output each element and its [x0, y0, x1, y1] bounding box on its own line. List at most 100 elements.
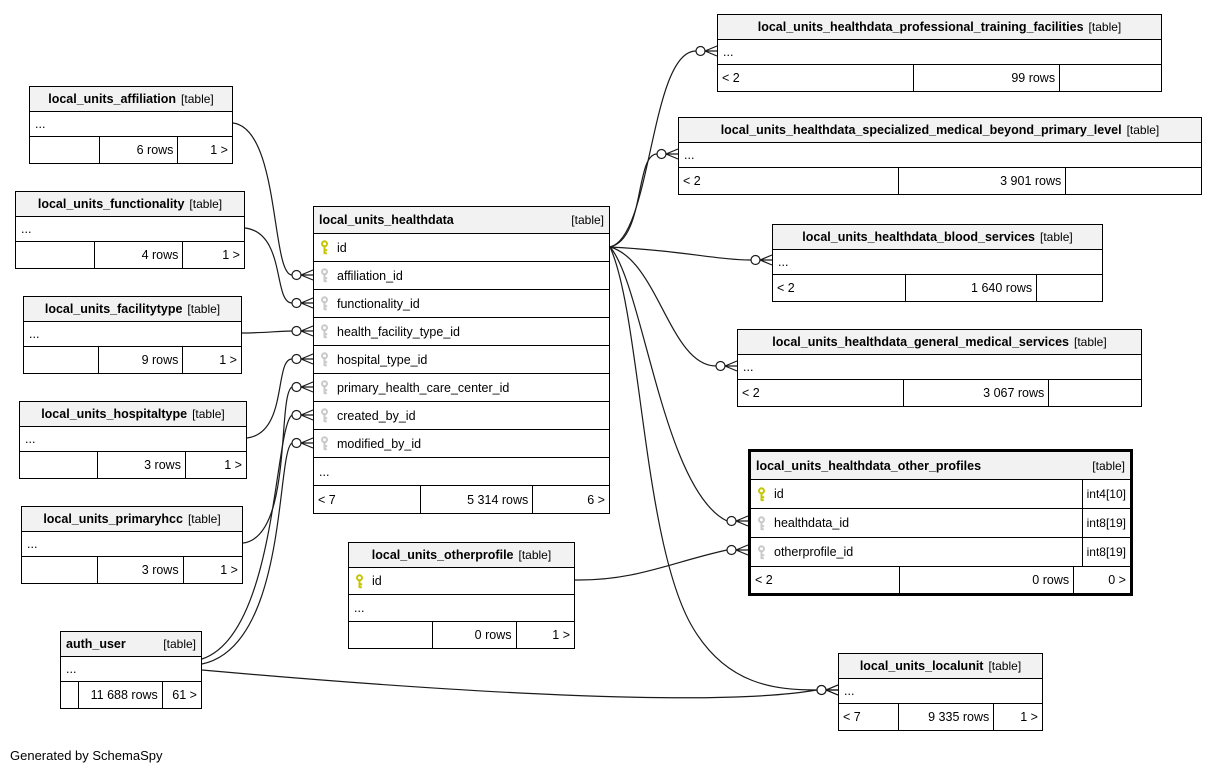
table-type-badge: [table]: [1092, 458, 1125, 473]
imported-keys-badge: [22, 557, 97, 583]
column-name: health_facility_type_id: [337, 324, 460, 339]
table-name: local_units_localunit: [859, 659, 984, 673]
crowfoot-arrow-icon: [300, 437, 314, 449]
row-count: 3 rows: [96, 557, 183, 583]
foreign-key-icon: [758, 544, 765, 559]
circle-cardinality-icon: [291, 353, 302, 365]
column-name: ...: [743, 360, 754, 374]
imported-keys-badge: < 2: [755, 573, 773, 587]
circle-cardinality-icon: [726, 515, 737, 527]
table-name: local_units_healthdata_other_profiles: [756, 458, 982, 473]
relationship-edge: [609, 246, 818, 691]
circle-cardinality-icon: [816, 684, 827, 696]
relationship-edge: [609, 246, 728, 522]
table-type-badge: [table]: [181, 92, 214, 106]
column-name: healthdata_id: [774, 516, 850, 530]
column-name: modified_by_id: [337, 436, 422, 451]
crowfoot-arrow-icon: [735, 544, 749, 556]
exported-keys-badge: 6 >: [532, 486, 609, 513]
column-name: hospital_type_id: [337, 352, 428, 367]
row-count: 5 314 rows: [420, 486, 532, 513]
column-name: otherprofile_id: [774, 545, 854, 559]
crowfoot-arrow-icon: [300, 325, 314, 337]
table-specialized[interactable]: local_units_healthdata_specialized_medic…: [678, 117, 1202, 195]
column-row: id: [314, 234, 609, 262]
circle-cardinality-icon: [291, 409, 302, 421]
crowfoot-arrow-icon: [724, 360, 738, 372]
row-count: 6 rows: [98, 137, 178, 163]
crowfoot-arrow-icon: [704, 45, 718, 57]
table-header: local_units_healthdata_professional_trai…: [718, 15, 1161, 40]
circle-cardinality-icon: [695, 45, 706, 57]
ellipsis-row: ...: [839, 679, 1042, 704]
table-functionality[interactable]: local_units_functionality[table]...4 row…: [15, 191, 245, 269]
column-name: primary_health_care_center_id: [337, 380, 510, 395]
table-type-badge: [table]: [1040, 230, 1073, 244]
exported-keys-badge: 0 >: [1073, 567, 1130, 593]
circle-cardinality-icon: [291, 325, 302, 337]
relationship-edge: [201, 414, 293, 660]
column-name: ...: [66, 662, 77, 676]
table-hospitaltype[interactable]: local_units_hospitaltype[table]...3 rows…: [19, 401, 247, 479]
table-otherprofile[interactable]: local_units_otherprofile[table]id...0 ro…: [348, 542, 575, 649]
relationship-edge: [246, 358, 293, 439]
crowfoot-arrow-icon: [735, 515, 749, 527]
table-blood[interactable]: local_units_healthdata_blood_services[ta…: [772, 224, 1103, 302]
schemaspy-footer-note: Generated by SchemaSpy: [10, 748, 163, 763]
imported-keys-badge: < 2: [777, 281, 795, 295]
column-row: modified_by_id: [314, 430, 609, 458]
column-type: int8[19]: [1081, 509, 1130, 537]
column-name: ...: [27, 537, 38, 551]
table-professional[interactable]: local_units_healthdata_professional_trai…: [717, 14, 1162, 92]
table-header: local_units_localunit[table]: [839, 654, 1042, 679]
relationship-edge: [201, 442, 293, 665]
imported-keys-badge: < 7: [843, 710, 861, 724]
foreign-key-icon: [321, 380, 328, 395]
column-type: int4[10]: [1081, 480, 1130, 508]
table-name: local_units_healthdata_professional_trai…: [757, 20, 1084, 34]
exported-keys-badge: 1 >: [182, 347, 241, 373]
column-name: ...: [778, 255, 789, 269]
crowfoot-arrow-icon: [825, 684, 839, 696]
column-row: healthdata_id int8[19]: [751, 509, 1130, 538]
circle-cardinality-icon: [715, 360, 726, 372]
foreign-key-icon: [321, 324, 328, 339]
relationship-edge: [232, 122, 293, 276]
imported-keys-badge: [30, 137, 99, 163]
column-type: int8[19]: [1081, 538, 1130, 566]
exported-keys-badge: 1 >: [515, 622, 575, 648]
table-name: local_units_healthdata_general_medical_s…: [772, 335, 1069, 349]
crowfoot-arrow-icon: [300, 353, 314, 365]
crowfoot-arrow-icon: [300, 269, 314, 281]
table-name: auth_user: [66, 637, 126, 651]
table-general[interactable]: local_units_healthdata_general_medical_s…: [737, 329, 1142, 407]
exported-keys-badge: [1065, 168, 1201, 194]
column-name: created_by_id: [337, 408, 416, 423]
imported-keys-badge: [61, 682, 78, 708]
foreign-key-icon: [321, 408, 328, 423]
table-name: local_units_facilitytype: [44, 302, 183, 316]
table-facilitytype[interactable]: local_units_facilitytype[table]...9 rows…: [23, 296, 242, 374]
table-other_profiles[interactable]: local_units_healthdata_other_profiles [ta…: [748, 449, 1133, 596]
column-row: health_facility_type_id: [314, 318, 609, 346]
row-count: 3 067 rows: [903, 380, 1048, 406]
table-header: local_units_affiliation[table]: [30, 87, 232, 112]
relationship-edge: [242, 386, 293, 544]
ellipsis-row: ...: [679, 143, 1201, 168]
table-header: local_units_healthdata_general_medical_s…: [738, 330, 1141, 355]
table-header: local_units_primaryhcc[table]: [22, 507, 242, 532]
table-name: local_units_otherprofile: [371, 548, 514, 562]
crowfoot-arrow-icon: [665, 148, 679, 160]
row-count: 99 rows: [912, 65, 1059, 91]
ellipsis-row: ...: [773, 250, 1102, 275]
ellipsis-row: ...: [16, 217, 244, 242]
column-name: ...: [319, 464, 330, 479]
